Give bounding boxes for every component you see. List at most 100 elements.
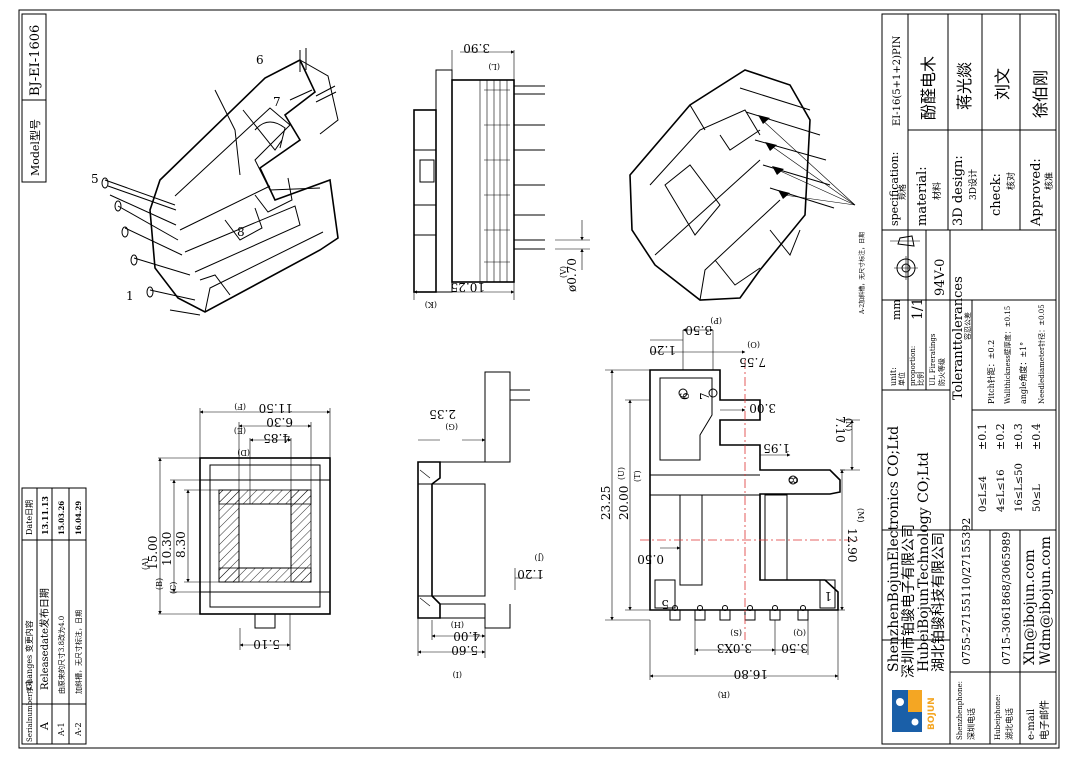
front-pin-6: 6 [678,392,692,400]
projection-symbol [890,235,920,280]
email-value-2: Wdm@ibojun.com [1038,536,1054,665]
iso-pin-6: 6 [256,53,264,67]
tol-range: 4≤L≤16 [996,470,1007,513]
iso-pin-8: 8 [237,225,245,239]
unit-label-en: unit: [889,367,898,386]
rev-header-serial: Serialnumber序号 [25,679,34,742]
dim-A-label: (A) [141,558,150,570]
sz-phone-value: 0755-27155110/27155392 [960,518,973,665]
front-view: 6 7 8 5 1 1.20 (P) 3.50 (O) 7.55 3.00 1.… [599,316,865,699]
iso-pin-7: 7 [273,95,281,109]
dim-Q-label: (Q) [793,628,806,637]
unit-label-cn: 单位 [897,372,906,386]
dim-P: 1.20 [649,343,676,357]
unit-value: mm [890,299,903,320]
dim-G-label: (G) [445,422,458,431]
tol-value: ±0.2 [994,423,1007,450]
tol-value: ±0.3 [1012,423,1025,450]
dim-V-label: (V) [559,266,568,278]
dim-N: 7.10 [833,416,847,443]
flame-value: 94V-0 [933,259,948,296]
company-line1: ShenzhenBojunElectronics CO;Ltd [886,426,902,672]
approved-value: 徐伯刚 [1031,70,1050,118]
rev-row-serial: A-2 [74,722,83,737]
design-value: 蒋光燚 [955,62,974,110]
flame-label-en: UL Fireratings [929,333,937,386]
dim-E: 6.30 [266,415,293,429]
rev-header-changes: Changes 变更内容 [24,620,34,690]
email-value-1: Xln@ibojun.com [1022,549,1038,665]
dim-S-label: (S) [730,628,742,637]
material-label-cn: 材料 [931,182,943,200]
front-pin-1: 1 [824,589,832,603]
check-value: 刘文 [993,68,1012,100]
dim-T: 20.00 [617,486,631,520]
rev-row-date: 15.03.26 [57,501,66,535]
email-label-cn: 电子邮件 [1038,700,1051,740]
approved-label-en: Approved: [1029,158,1044,227]
dim-I: 5.60 [451,643,478,657]
dim-N-label: (N) [844,418,853,431]
proportion-value: 1/1 [910,297,926,320]
hb-phone-label-en: Hubeiphone: [994,694,1002,740]
proportion-label-cn: 比例 [916,372,925,386]
model-label: Model型号 [28,119,42,176]
dim-D: 4.85 [263,431,290,445]
sheet-border [18,9,1060,749]
tol-value: ±0.4 [1030,423,1043,450]
dim-O-label: (O) [747,340,760,349]
tol-note: angle角度：±1° [1018,342,1028,404]
front-pin-8: 8 [787,476,801,484]
dim-H-label: (H) [451,620,464,629]
bojun-logo: BOJUN [892,690,937,732]
model-value: BJ-EI-1606 [28,25,43,96]
dim-S: 3.0X3 [717,641,752,655]
dim-P-label: (P) [710,316,722,325]
dim-3.00: 3.00 [749,401,776,415]
rev-row-changes: 由原来的尺寸3.8改为4.0 [57,616,66,694]
dim-bottom-width: 5.10 [253,637,280,651]
tolerance-title-en: Toleranttolerances [951,276,966,400]
dim-O: 3.50 [685,323,712,337]
dim-1.95: 1.95 [763,441,790,455]
tolerance-title-cn: 容忍公差 [963,312,972,340]
rev-row-serial: A [38,721,51,731]
iso-pin-5: 5 [91,172,99,186]
iso-pin-1: 1 [126,289,134,303]
check-label-cn: 核对 [1005,172,1017,190]
spec-value: EI-16(5+1+2)PIN [892,35,903,126]
dim-T-label: (T) [633,470,642,482]
dim-D-label: (D) [237,448,250,457]
spec-label-en: specification: [888,152,901,226]
dim-B-label: (B) [155,578,164,590]
design-label-en: 3D design: [951,155,966,226]
flame-label-cn: 防火等级 [937,358,946,386]
dim-7.55: 7.55 [739,355,766,369]
tol-range: 0≤L≤4 [978,476,989,512]
sz-phone-label-en: Shenzhenphone: [956,681,964,740]
dim-F: 11.50 [259,401,293,415]
title-block: specification: 规格 EI-16(5+1+2)PIN materi… [881,13,1057,745]
approved-label-cn: 核准 [1043,172,1055,190]
hb-phone-value: 0715-3061868/3065989 [1000,532,1013,665]
dim-I-label: (I) [453,670,462,679]
dim-V: ø0.70 [565,258,579,292]
company-line4: 湖北铂骏科技有限公司 [931,532,947,672]
dim-U-label: (U) [617,467,626,480]
dim-J-label: (J) [535,553,544,562]
dim-0.50: 0.50 [637,552,664,566]
dim-L: 3.90 [463,41,490,55]
iso-view-left: 5 6 7 8 1 [91,48,339,316]
tol-range: 50≤L [1032,484,1043,512]
model-box: Model型号 BJ-EI-1606 [21,13,47,183]
material-value: 酚醛电木 [919,56,938,120]
design-label-cn: 3D设计 [967,169,979,200]
material-label-en: material: [915,166,930,226]
dim-M-label: (M) [856,508,865,522]
dim-E-label: (E) [234,426,246,435]
tol-note: Needlediameter针径：±0.05 [1037,304,1046,404]
iso-view-right: A-2加斜槽，无尺寸标注，日期 [629,69,866,315]
rev-header-date: Date日期 [25,500,34,535]
company-line2: 深圳市铂骏电子有限公司 [900,524,917,678]
